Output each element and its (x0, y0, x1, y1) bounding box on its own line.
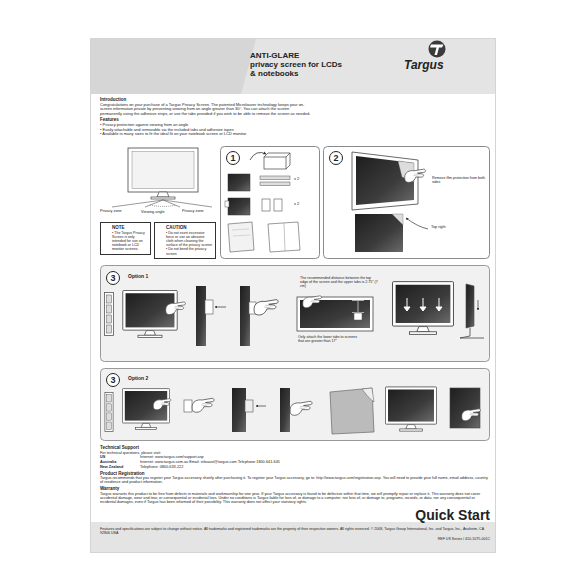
contact-info: Telephone: 0800-633-222 (140, 465, 183, 469)
instruction-note: Top right (431, 225, 446, 229)
document-type: Quick Start (415, 507, 490, 523)
instruction-note: The recommended distance between the top… (300, 276, 380, 288)
brand-logo: Targus (404, 59, 444, 73)
note-box: NOTE• The Targus Privacy Screen is only … (100, 222, 151, 255)
step-number: 3 (106, 271, 120, 285)
section-heading: Introduction (100, 97, 126, 102)
step-number: 3 (106, 373, 120, 387)
document-title: ANTI-GLARE (250, 51, 299, 60)
box-body: • Do not bend the privacy screen (166, 247, 213, 255)
instruction-note: Remove film protection from both sides (432, 176, 486, 184)
reference-code: REF US Series / 410-1075-001C (438, 537, 490, 541)
section-heading: Product Registration (100, 471, 145, 476)
section-heading: Features (100, 117, 119, 122)
instruction-note: Only attach the lower tabs to screens th… (298, 335, 362, 343)
box-heading: CAUTION (166, 225, 213, 230)
body-text: For technical questions, please visit: (100, 451, 161, 455)
body-text: Targus recommends that you register your… (100, 476, 490, 485)
box-heading: NOTE (112, 225, 148, 230)
section-heading: Technical Support (100, 445, 139, 450)
step-number-text: 3 (110, 375, 115, 385)
subtitle: privacy screen for LCDs & notebooks (250, 60, 350, 78)
footer-text: Features and specifications are subject … (100, 527, 488, 535)
body-text: Congratulations on your purchase of a Ta… (100, 103, 312, 117)
zone-label: Privacy zone (182, 209, 204, 213)
option-heading: Option 2 (128, 376, 148, 382)
box-body: • The Targus Privacy Screen is only inte… (112, 231, 148, 252)
zone-label: Viewing angle (141, 210, 165, 214)
contact-info: Internet: www.targus.com/support.asp (140, 455, 204, 459)
quantity-label: x 2 (294, 177, 299, 182)
option-heading: Option 1 (128, 274, 148, 280)
step-number: 1 (226, 151, 240, 165)
box-body: • Do not exert excessive force or use an… (166, 231, 213, 248)
zone-label: Privacy zone (100, 209, 122, 213)
step-number-text: 2 (333, 153, 338, 163)
feature-bullet: • Available in many sizes to fit the ide… (100, 132, 300, 137)
step-number-text: 1 (230, 153, 235, 163)
section-heading: Warranty (100, 486, 119, 491)
caution-box: CAUTION• Do not exert excessive force or… (154, 222, 216, 259)
step-number: 2 (329, 151, 343, 165)
contact-info: Internet: www.targus.com.au Email: infoa… (140, 460, 280, 464)
quantity-label: x 2 (294, 202, 299, 207)
step-number-text: 3 (110, 273, 115, 283)
region-name: US (100, 455, 105, 459)
body-text: Targus warrants this product to be free … (100, 492, 490, 505)
region-name: Australia (100, 460, 116, 464)
region-name: New Zealand (100, 465, 123, 469)
